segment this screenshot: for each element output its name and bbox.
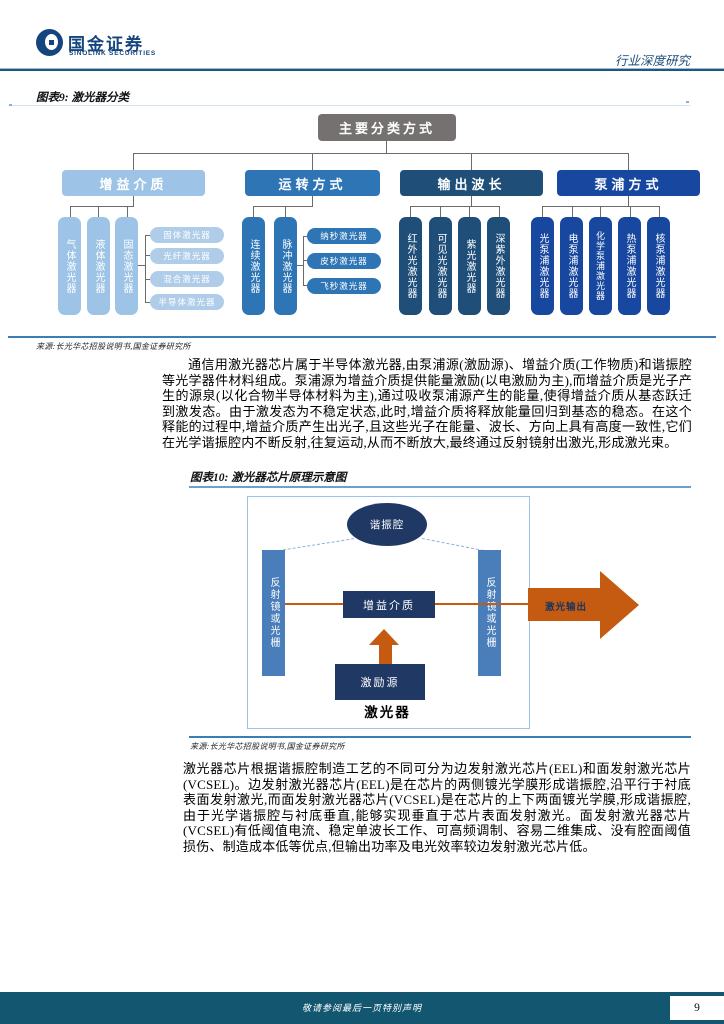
pump-arrow-shaft bbox=[379, 644, 392, 664]
figure10-bottom-rule bbox=[189, 736, 691, 738]
node-fiber-laser: 光纤激光器 bbox=[150, 248, 224, 264]
figure9-root-node: 主要分类方式 bbox=[318, 114, 456, 141]
pump-arrow-icon bbox=[369, 629, 399, 645]
node-liquid-laser: 液体激光器 bbox=[87, 217, 110, 315]
connector-line bbox=[542, 206, 660, 207]
body-paragraph-1: 通信用激光器芯片属于半导体激光器,由泵浦源(激励源)、增益介质(工作物质)和谐振… bbox=[162, 357, 692, 450]
footer-disclaimer: 敬请参阅最后一页特别声明 bbox=[301, 1003, 422, 1013]
branch-gain-medium: 增益介质 bbox=[62, 170, 205, 196]
node-chemical-pump-laser: 化学泵浦激光器 bbox=[589, 217, 612, 315]
connector-line bbox=[127, 206, 128, 217]
figure9-caption: 图表9: 激光器分类 bbox=[36, 92, 129, 104]
node-solid-laser: 固体激光器 bbox=[150, 227, 224, 243]
node-picosecond-laser: 皮秒激光器 bbox=[307, 253, 381, 269]
page-number: 9 bbox=[670, 996, 724, 1020]
connector-line bbox=[297, 265, 303, 266]
brand-name-cn: 国金证券 bbox=[68, 35, 144, 54]
connector-line bbox=[138, 265, 145, 266]
figure10-caption-rule bbox=[189, 486, 691, 488]
connector-line bbox=[303, 236, 307, 237]
brand-name-en: SINOLINK SECURITIES bbox=[69, 50, 157, 57]
node-femtosecond-laser: 飞秒激光器 bbox=[307, 278, 381, 294]
node-cw-laser: 连续激光器 bbox=[242, 217, 265, 315]
connector-line bbox=[145, 235, 150, 236]
connector-line bbox=[253, 206, 313, 207]
node-optical-pump-laser: 光泵浦激光器 bbox=[531, 217, 554, 315]
header-divider bbox=[0, 68, 724, 71]
connector-line bbox=[145, 235, 146, 302]
connector-line bbox=[303, 260, 307, 261]
figure10-source: 来源:长光华芯招股说明书,国金证券研究所 bbox=[190, 742, 345, 751]
rule-tick-right bbox=[686, 101, 689, 103]
connector-line bbox=[628, 153, 629, 170]
node-thermal-pump-laser: 热泵浦激光器 bbox=[618, 217, 641, 315]
connector-line bbox=[70, 206, 134, 207]
connector-line bbox=[542, 206, 543, 217]
node-nanosecond-laser: 纳秒激光器 bbox=[307, 228, 381, 244]
connector-line bbox=[410, 206, 500, 207]
node-gas-laser: 气体激光器 bbox=[58, 217, 81, 315]
figure9-bottom-rule bbox=[8, 336, 716, 338]
body-paragraph-2: 激光器芯片根据谐振腔制造工艺的不同可分为边发射激光芯片(EEL)和面发射激光芯片… bbox=[183, 761, 691, 854]
connector-line bbox=[471, 153, 472, 170]
gain-medium-node: 增益介质 bbox=[343, 591, 435, 618]
mirror-left-node: 反射镜或光栅 bbox=[262, 550, 285, 676]
connector-line bbox=[145, 279, 150, 280]
connector-line bbox=[98, 206, 99, 217]
connector-line bbox=[312, 153, 313, 170]
connector-line bbox=[70, 206, 71, 217]
resonator-node: 谐振腔 bbox=[347, 503, 427, 546]
branch-operation-mode: 运转方式 bbox=[245, 170, 380, 196]
connector-line bbox=[471, 196, 472, 206]
sinolink-logo-icon bbox=[36, 29, 63, 56]
connector-line bbox=[469, 206, 470, 217]
figure10-caption: 图表10: 激光器芯片原理示意图 bbox=[190, 472, 347, 484]
connector-line bbox=[285, 206, 286, 217]
mirror-right-node: 反射镜或光栅 bbox=[478, 550, 501, 676]
connector-line bbox=[440, 206, 441, 217]
connector-line bbox=[303, 285, 307, 286]
pump-source-node: 激励源 bbox=[335, 664, 425, 700]
logo-coin-square bbox=[49, 40, 54, 45]
connector-line bbox=[572, 206, 573, 217]
node-violet-laser: 紫光激光器 bbox=[458, 217, 481, 315]
node-solid-state-laser: 固态激光器 bbox=[115, 217, 138, 315]
figure9-caption-rule bbox=[10, 105, 690, 106]
connector-line bbox=[133, 196, 134, 206]
node-pulse-laser: 脉冲激光器 bbox=[274, 217, 297, 315]
branch-output-wavelength: 输出波长 bbox=[400, 170, 543, 196]
footer-bar bbox=[0, 992, 724, 1024]
connector-line bbox=[386, 141, 387, 153]
node-hybrid-laser: 混合激光器 bbox=[150, 271, 224, 287]
node-visible-laser: 可见光激光器 bbox=[429, 217, 452, 315]
node-nuclear-pump-laser: 核泵浦激光器 bbox=[647, 217, 670, 315]
report-type-label: 行业深度研究 bbox=[614, 54, 690, 68]
connector-line bbox=[628, 196, 629, 206]
connector-line bbox=[630, 206, 631, 217]
connector-line bbox=[499, 206, 500, 217]
connector-line bbox=[133, 153, 629, 154]
laser-device-label: 激光器 bbox=[364, 705, 411, 720]
laser-output-arrow-shaft bbox=[528, 588, 601, 621]
node-electric-pump-laser: 电泵浦激光器 bbox=[560, 217, 583, 315]
branch-pump-mode: 泵浦方式 bbox=[557, 170, 700, 196]
laser-output-arrow-icon bbox=[600, 571, 639, 639]
connector-line bbox=[145, 302, 150, 303]
laser-output-label: 激光输出 bbox=[544, 603, 587, 613]
node-deep-uv-laser: 深紫外激光器 bbox=[487, 217, 510, 315]
connector-line bbox=[659, 206, 660, 217]
connector-line bbox=[133, 153, 134, 170]
connector-line bbox=[312, 196, 313, 206]
connector-line bbox=[253, 206, 254, 217]
node-semiconductor-laser: 半导体激光器 bbox=[150, 294, 224, 310]
rule-tick-left bbox=[9, 104, 12, 106]
connector-line bbox=[600, 206, 601, 217]
figure9-source: 来源:长光华芯招股说明书,国金证券研究所 bbox=[36, 342, 191, 351]
node-infrared-laser: 红外光激光器 bbox=[399, 217, 422, 315]
connector-line bbox=[145, 255, 150, 256]
connector-line bbox=[410, 206, 411, 217]
